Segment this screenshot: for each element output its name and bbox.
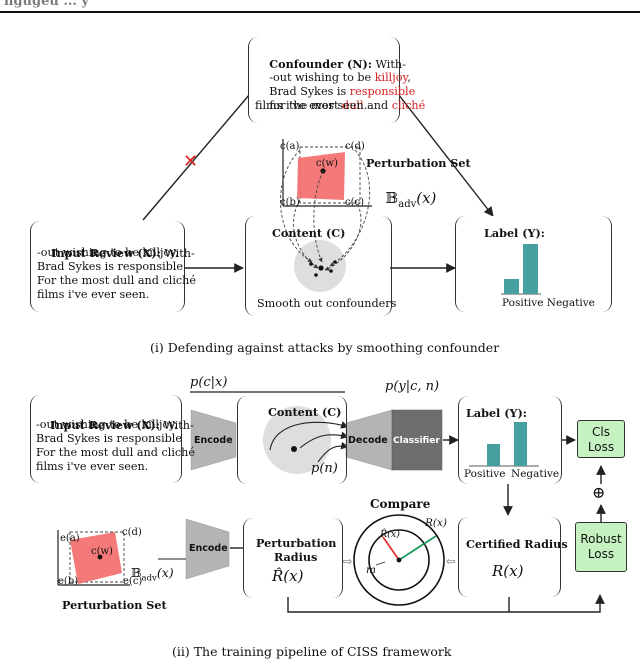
svg-text:⇦: ⇦: [446, 555, 455, 568]
bar-negative-panel2: [514, 422, 527, 466]
perturbation-symbol-panel2: 𝔹adv(x): [130, 565, 174, 584]
compare-title: Compare: [370, 497, 431, 511]
label-box-panel1: Label (Y): Positive Negative: [455, 216, 612, 312]
highlight-cliche: cliché: [391, 99, 426, 112]
perturbation-center-label: c(w): [316, 158, 338, 169]
perturbation-radius-symbol: R̂(x): [272, 567, 304, 585]
label-box-panel2: Label (Y): Positive Negative: [458, 396, 562, 484]
corner-cd: c(d): [345, 141, 365, 152]
bar-positive-panel2: [487, 444, 500, 466]
corner-cb: c(b): [280, 197, 300, 208]
classifier-block: [391, 409, 443, 471]
compare-inner-circle: [368, 529, 430, 591]
xtick-positive: Positive: [464, 468, 506, 480]
plus-icon: ⊕: [592, 483, 606, 502]
confounder-box: Confounder (N): With- -out wishing to be…: [248, 37, 425, 123]
inner-radius-label: R̂(x): [380, 529, 400, 540]
confounder-label: Confounder (N):: [269, 57, 372, 71]
pycn-label: p(y|c, n): [385, 379, 440, 394]
perturbation-set-symbol: 𝔹adv(x): [385, 189, 437, 210]
decode-label: Decode: [348, 435, 388, 446]
perturbation-radius-box: Perturbation Radius R̂(x): [243, 518, 343, 598]
blocked-cross-icon: ✕: [183, 151, 198, 172]
bar-negative: [523, 244, 538, 294]
header-title-fragment: ngugeu ... y: [4, 0, 89, 9]
highlight-dull: dull: [342, 99, 364, 112]
certified-radius-box: Certified Radius R(x): [458, 517, 568, 597]
bar-positive: [504, 279, 519, 294]
perturbation-set-label-panel2: Perturbation Set: [62, 598, 167, 612]
xtick-negative: Negative: [511, 468, 560, 480]
content-circle-panel2: [263, 406, 331, 474]
content-label: Content (C): [272, 226, 346, 240]
content-box-panel2: Content (C): [237, 396, 347, 484]
margin-label: m: [366, 564, 376, 576]
compare-outer-circle: [353, 514, 445, 606]
label-title: Label (Y):: [484, 226, 545, 240]
content-caption: Smooth out confounders: [257, 297, 397, 310]
input-review-box-panel2: Input Review (X): With- -out wishing to …: [30, 395, 195, 483]
confounder-to-label-arrow: [394, 89, 494, 217]
label-title-panel2: Label (Y):: [466, 406, 527, 420]
input-review-label: Input Review (X):: [51, 246, 161, 260]
label-bar-chart-panel1: [501, 244, 541, 295]
label-xticks: Positive Negative: [502, 297, 595, 309]
corner-cc: c(c): [345, 197, 365, 208]
certified-radius-symbol: R(x): [492, 562, 524, 580]
perturbation-region-panel2: [70, 532, 122, 584]
svg-text:⇨: ⇨: [343, 555, 352, 568]
pn-label: p(n): [311, 461, 338, 476]
encode-block-panel2: [190, 409, 237, 471]
encode-label: Encode: [194, 435, 233, 446]
classifier-label: Classifier: [393, 436, 440, 446]
highlight-killjoy: killjoy: [374, 71, 408, 84]
corner-ca: c(a): [280, 141, 300, 152]
panel2-caption: (ii) The training pipeline of CISS frame…: [172, 644, 452, 659]
content-label-panel2: Content (C): [268, 405, 342, 419]
label-bar-chart-panel2: [469, 422, 539, 467]
confounder-to-input-line: [142, 87, 256, 221]
content-box-panel1: Content (C) Smooth out confounders: [245, 216, 396, 316]
header-rule: [0, 11, 640, 13]
pcx-label: p(c|x): [190, 375, 228, 390]
perturbation-set-title: Perturbation Set: [366, 156, 471, 170]
highlight-responsible: responsible: [349, 85, 416, 98]
input-review-box-panel1: Input Review (X): With- -out wishing to …: [30, 221, 196, 312]
panel1-caption: (i) Defending against attacks by smoothi…: [150, 340, 500, 355]
outer-radius-label: R(x): [425, 517, 448, 529]
encode-label-lower: Encode: [189, 543, 228, 554]
